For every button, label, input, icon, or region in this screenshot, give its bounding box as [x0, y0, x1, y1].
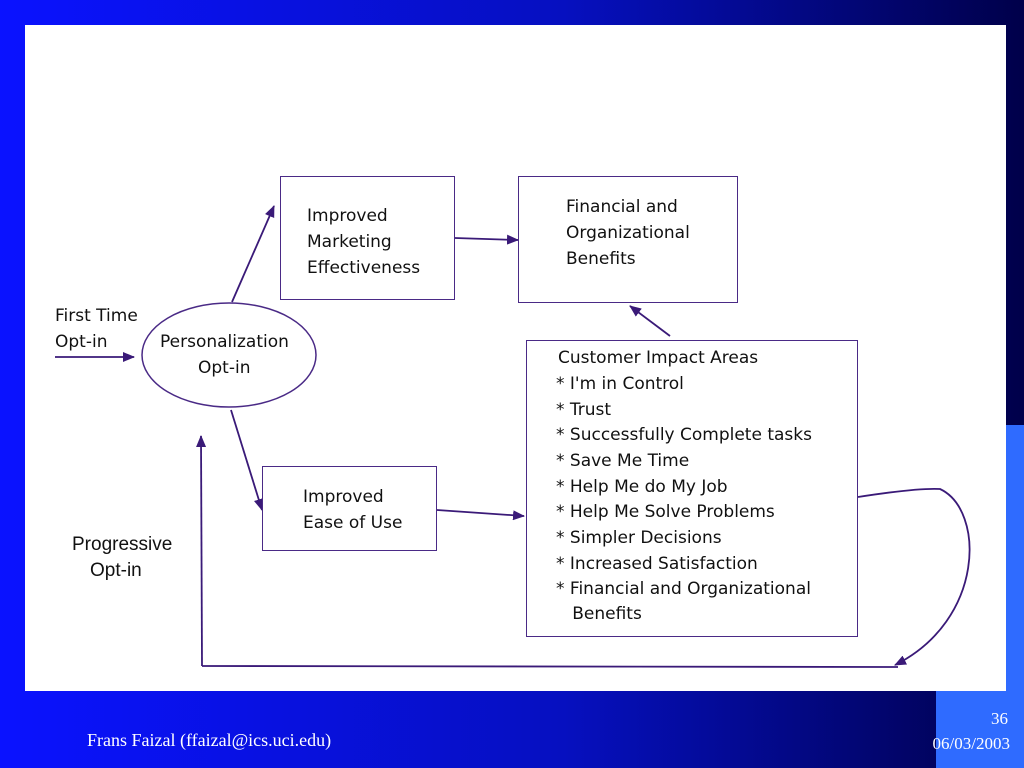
arrow-to-marketing: [231, 205, 275, 303]
return-line-bottom: [201, 665, 899, 668]
marketing-box-line2: Marketing: [307, 232, 392, 252]
financial-box-line3: Benefits: [566, 249, 636, 269]
return-line-up: [196, 435, 207, 667]
impact-item: * I'm in Control: [556, 374, 684, 394]
customer-impact-box: [526, 340, 858, 637]
arrow-impact-to-financial: [629, 305, 671, 337]
footer-date: 06/03/2003: [932, 734, 1010, 753]
personalization-node-line1: Personalization: [160, 332, 289, 352]
first-time-optin-label: Opt-in: [55, 332, 108, 352]
impact-item: * Successfully Complete tasks: [556, 425, 812, 445]
marketing-box: [280, 176, 455, 300]
impact-item: Benefits: [556, 604, 642, 624]
impact-item: * Trust: [556, 400, 612, 420]
impact-item: * Financial and Organizational: [556, 579, 811, 599]
progressive-label: Progressive: [72, 534, 173, 555]
financial-box-line1: Financial and: [566, 197, 678, 217]
ease-of-use-box: [262, 466, 437, 551]
footer-author: Frans Faizal (ffaizal@ics.uci.edu): [87, 730, 332, 750]
impact-item: * Save Me Time: [556, 451, 690, 471]
impact-box-title: Customer Impact Areas: [558, 348, 759, 368]
impact-item: * Help Me do My Job: [556, 477, 728, 497]
feedback-curve: [857, 487, 971, 666]
personalization-node-shape: [141, 302, 317, 408]
arrow-marketing-to-financial: [454, 234, 519, 245]
personalization-node-line2: Opt-in: [198, 358, 251, 378]
first-time-label: First Time: [55, 306, 138, 326]
financial-box: [518, 176, 738, 303]
marketing-box-line1: Improved: [307, 206, 388, 226]
ease-box-line2: Ease of Use: [303, 513, 403, 533]
impact-item: * Help Me Solve Problems: [556, 502, 775, 522]
marketing-box-line3: Effectiveness: [307, 258, 421, 278]
financial-box-line2: Organizational: [566, 223, 690, 243]
progressive-optin-label: Opt-in: [90, 560, 142, 581]
arrow-to-ease: [230, 409, 264, 511]
ease-box-line1: Improved: [303, 487, 384, 507]
impact-item: * Increased Satisfaction: [556, 554, 758, 574]
arrow-ease-to-impact: [436, 509, 525, 521]
impact-item: * Simpler Decisions: [556, 528, 722, 548]
footer-page-number: 36: [991, 709, 1008, 728]
